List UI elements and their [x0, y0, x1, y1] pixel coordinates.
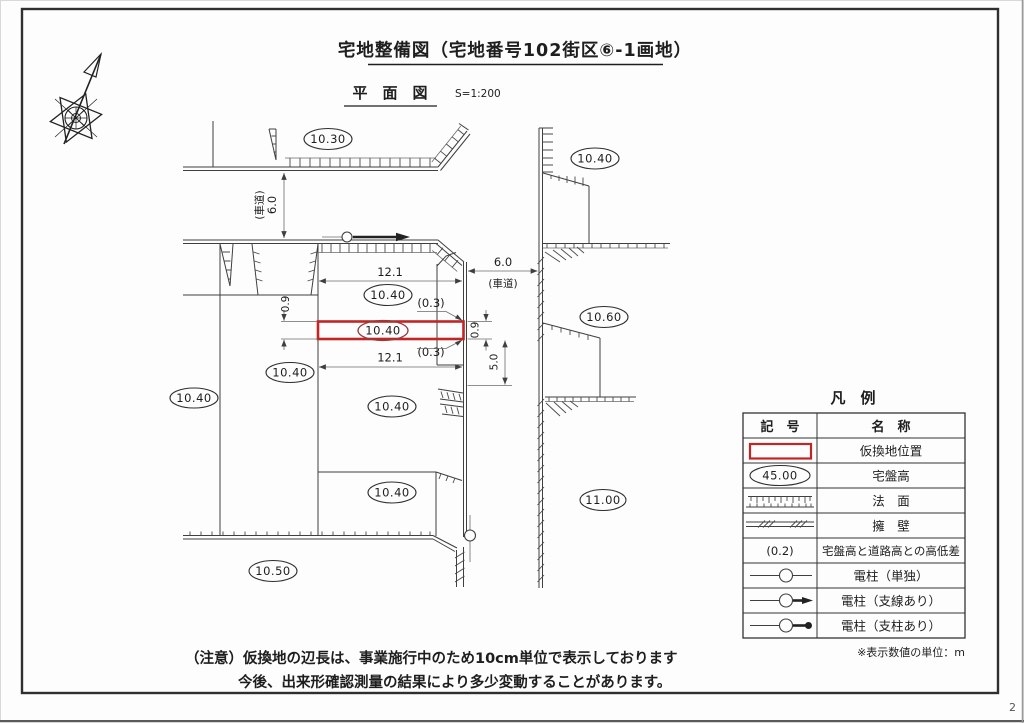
- elevation-ellipse-icon: 45.00: [749, 464, 811, 487]
- left-slope-shapes: [183, 243, 319, 536]
- legend: 凡 例 記 号 名 称 仮換地位置 45.00 宅盤高: [742, 389, 966, 659]
- elevation-label: 10.60: [579, 305, 629, 329]
- drawing-frame: [20, 7, 1000, 695]
- note-line1: （注意）仮換地の辺長は、事業施行中のため10cm単位で表示しております: [185, 649, 678, 667]
- utility-pole-icon: [463, 515, 477, 562]
- svg-text:10.50: 10.50: [255, 564, 290, 578]
- legend-row: 電柱（支線あり）: [750, 593, 941, 609]
- height-difference-icon: (0.2): [766, 544, 793, 558]
- legend-unit-note: ※表示数値の単位：m: [857, 645, 965, 659]
- scale-label: S=1:200: [455, 88, 501, 100]
- pole-support-icon: [750, 618, 812, 633]
- dimension-road-width-right: 6.0 (車道): [468, 255, 538, 290]
- svg-text:10.60: 10.60: [586, 310, 621, 324]
- svg-text:法 面: 法 面: [872, 494, 910, 509]
- dim-height-left-value: 0.9: [280, 296, 292, 313]
- svg-text:10.40: 10.40: [374, 400, 409, 414]
- legend-row: 仮換地位置: [748, 442, 923, 460]
- svg-text:仮換地位置: 仮換地位置: [860, 444, 923, 459]
- plan-drawing: 6.0 (車道): [169, 121, 670, 588]
- svg-text:10.40: 10.40: [370, 288, 405, 302]
- temporary-land-highlight: 10.40: [316, 319, 465, 342]
- legend-row: 法 面: [746, 494, 910, 509]
- elevation-label: 10.40: [367, 481, 417, 504]
- svg-text:10.40: 10.40: [374, 486, 409, 500]
- elevation-label: 10.50: [248, 559, 298, 583]
- legend-title: 凡 例: [830, 389, 875, 407]
- height-difference-labels: (0.3) (0.3): [417, 296, 463, 359]
- diff-top-label: (0.3): [417, 296, 444, 310]
- elevation-label: 10.30: [303, 127, 353, 151]
- dim-road-h-label: (車道): [488, 277, 517, 290]
- legend-row: 電柱（単独）: [750, 568, 929, 584]
- legend-col-name: 名 称: [871, 419, 910, 435]
- dim-road-v-value: 6.0: [265, 196, 279, 214]
- elevation-labels: 10.30 10.40 10.60 11.00 10.40 10.40 10.4…: [169, 127, 629, 583]
- dim-road-v-label: (車道): [253, 190, 266, 219]
- svg-text:10.40: 10.40: [176, 391, 211, 405]
- dim-width-top-value: 12.1: [377, 265, 403, 279]
- dimension-road-width-top: 6.0 (車道): [253, 173, 287, 238]
- dim-width-bottom-value: 12.1: [377, 351, 403, 365]
- page-number: 2: [1009, 701, 1016, 714]
- legend-row: 45.00 宅盤高: [749, 464, 910, 487]
- note-line2: 今後、出来形確認測量の結果により多少変動することがあります。: [237, 673, 671, 691]
- dimension-height-left: 0.9: [280, 296, 318, 350]
- svg-text:宅盤高と道路高との高低差: 宅盤高と道路高との高低差: [822, 544, 960, 558]
- dim-depth-value: 5.0: [489, 354, 501, 371]
- diff-bottom-label: (0.3): [417, 345, 444, 359]
- elevation-label-red: 10.40: [365, 324, 400, 338]
- svg-text:電柱（支線あり）: 電柱（支線あり）: [841, 594, 941, 609]
- svg-text:電柱（単独）: 電柱（単独）: [853, 569, 928, 584]
- dimension-depth-right: 5.0: [467, 340, 512, 386]
- legend-row: 擁 壁: [746, 519, 910, 534]
- pole-single-icon: [750, 568, 812, 583]
- temporary-land-rect-icon: [748, 442, 813, 460]
- svg-text:45.00: 45.00: [762, 469, 797, 483]
- svg-text:10.40: 10.40: [272, 366, 307, 380]
- dimension-height-right: 0.9: [467, 310, 492, 351]
- legend-row: 電柱（支柱あり）: [750, 618, 941, 634]
- dimension-width-top: 12.1: [319, 265, 462, 284]
- dimension-width-bottom: 12.1: [319, 351, 462, 370]
- elevation-label: 10.40: [570, 147, 620, 170]
- svg-text:10.40: 10.40: [577, 152, 612, 166]
- elevation-label: 10.40: [265, 361, 315, 384]
- caution-note: （注意）仮換地の辺長は、事業施行中のため10cm単位で表示しております 今後、出…: [185, 649, 678, 691]
- pole-guy-wire-icon: [750, 593, 813, 608]
- elevation-label: 10.40: [169, 387, 219, 409]
- elevation-label: 11.00: [579, 488, 627, 512]
- elevation-label: 10.40: [363, 283, 413, 307]
- right-road: [537, 127, 670, 588]
- top-road: [183, 121, 471, 266]
- retaining-wall-icon: [746, 520, 814, 528]
- page-title: 宅地整備図（宅地番号102街区⑥-1画地）: [338, 40, 692, 61]
- legend-table-grid: [742, 412, 966, 639]
- legend-col-symbol: 記 号: [760, 419, 799, 435]
- dim-road-h-value: 6.0: [494, 255, 512, 269]
- bottom-road: [183, 531, 465, 587]
- legend-row: (0.2) 宅盤高と道路高との高低差: [766, 544, 960, 558]
- title-block: 宅地整備図（宅地番号102街区⑥-1画地） 平 面 図 S=1:200: [338, 40, 692, 107]
- svg-text:10.30: 10.30: [310, 132, 345, 146]
- main-parcel: [317, 243, 463, 536]
- svg-text:11.00: 11.00: [585, 493, 620, 507]
- dim-height-right-value: 0.9: [470, 322, 482, 339]
- svg-text:擁 壁: 擁 壁: [872, 519, 910, 534]
- elevation-label: 10.40: [367, 395, 417, 418]
- elevation-ellipse-red: [357, 319, 409, 342]
- north-arrow-icon: [49, 52, 103, 145]
- svg-text:宅盤高: 宅盤高: [872, 469, 910, 484]
- utility-pole-guy-icon: [322, 231, 410, 243]
- view-title: 平 面 図: [352, 84, 427, 102]
- svg-text:電柱（支柱あり）: 電柱（支柱あり）: [841, 619, 941, 634]
- slope-hatch-icon: [746, 496, 814, 508]
